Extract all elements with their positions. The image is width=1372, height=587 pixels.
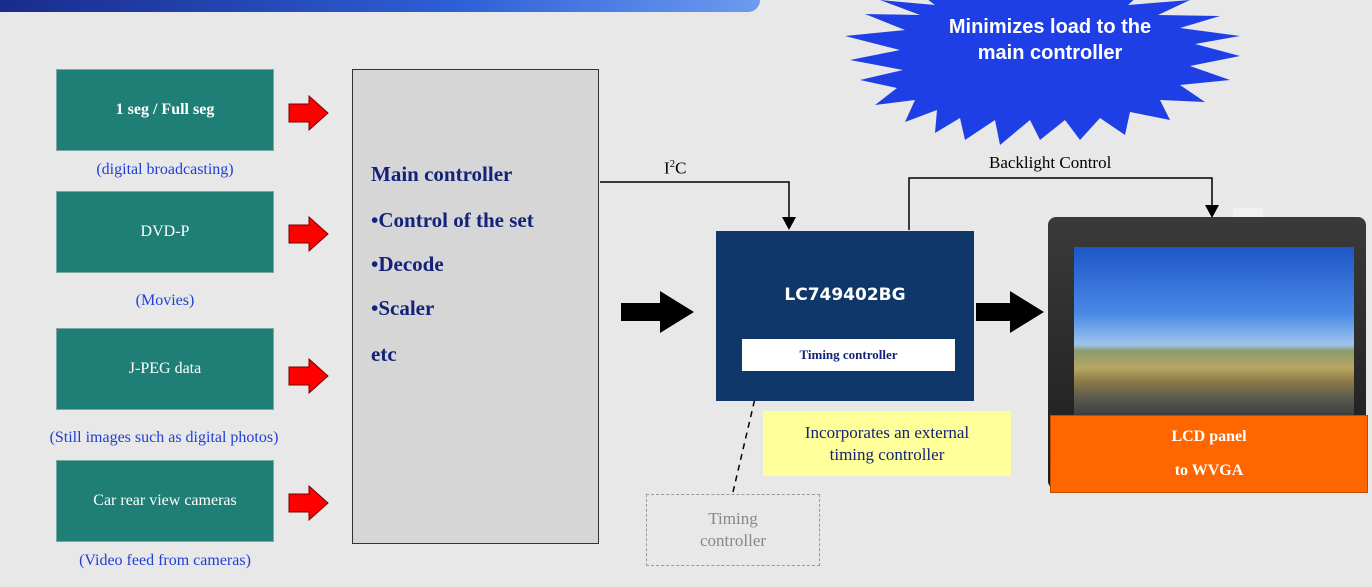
external-timing-controller: Timing controller (646, 494, 820, 566)
i2c-line (600, 181, 790, 220)
lcd-tab (1233, 208, 1263, 218)
source-box-dvd: DVD-P (56, 191, 274, 273)
main-controller-title: Main controller (371, 162, 513, 186)
source-label: DVD-P (140, 223, 190, 240)
backlight-line (908, 177, 1213, 230)
source-label: Car rear view cameras (93, 492, 237, 509)
source-box-jpeg: J-PEG data (56, 328, 274, 410)
chip-name: LC749402BG (784, 285, 906, 305)
source-box-1seg: 1 seg / Full seg (56, 69, 274, 151)
note-line: timing controller (829, 444, 945, 464)
top-accent-bar (0, 0, 760, 12)
banner-text: Minimizes load to the main controller (948, 16, 1152, 64)
external-timing-line: Timing (708, 509, 758, 528)
backlight-label: Backlight Control (989, 153, 1112, 172)
source-label: J-PEG data (128, 360, 202, 377)
main-controller-box (352, 69, 599, 544)
black-arrow-chip-to-lcd (976, 291, 1044, 333)
chip-timing-controller: Timing controller (741, 338, 956, 372)
source-caption: (Video feed from cameras) (79, 552, 251, 569)
red-arrow-4 (288, 484, 329, 522)
source-label: 1 seg / Full seg (115, 101, 215, 118)
lcd-label-line: LCD panel (1171, 428, 1247, 445)
source-box-camera: Car rear view cameras (56, 460, 274, 542)
red-arrow-2 (288, 215, 329, 253)
red-arrow-3 (288, 357, 329, 395)
main-controller-item: •Decode (371, 252, 444, 276)
main-controller-item: •Control of the set (371, 208, 534, 232)
note-line: Incorporates an external (804, 422, 970, 442)
i2c-label: I2C (664, 158, 687, 178)
starburst-shape (845, 0, 1240, 145)
source-caption: (Movies) (135, 292, 195, 309)
lcd-panel-label: LCD panel to WVGA (1050, 415, 1368, 493)
source-caption: (Still images such as digital photos) (49, 429, 279, 446)
red-arrow-1 (288, 94, 329, 132)
black-arrow-main-to-chip (621, 291, 694, 333)
lcd-screen-image (1074, 247, 1354, 415)
source-caption: (digital broadcasting) (96, 161, 234, 178)
backlight-arrowhead (1205, 205, 1219, 218)
external-timing-line: controller (699, 531, 767, 550)
incorporates-note: Incorporates an external timing controll… (763, 411, 1011, 476)
i2c-arrowhead (782, 217, 796, 230)
main-controller-item: •Scaler (371, 296, 435, 320)
chip-inner-label: Timing controller (799, 347, 898, 362)
lcd-label-line: to WVGA (1174, 462, 1244, 479)
chip-box (716, 231, 974, 401)
main-controller-etc: etc (371, 342, 397, 366)
